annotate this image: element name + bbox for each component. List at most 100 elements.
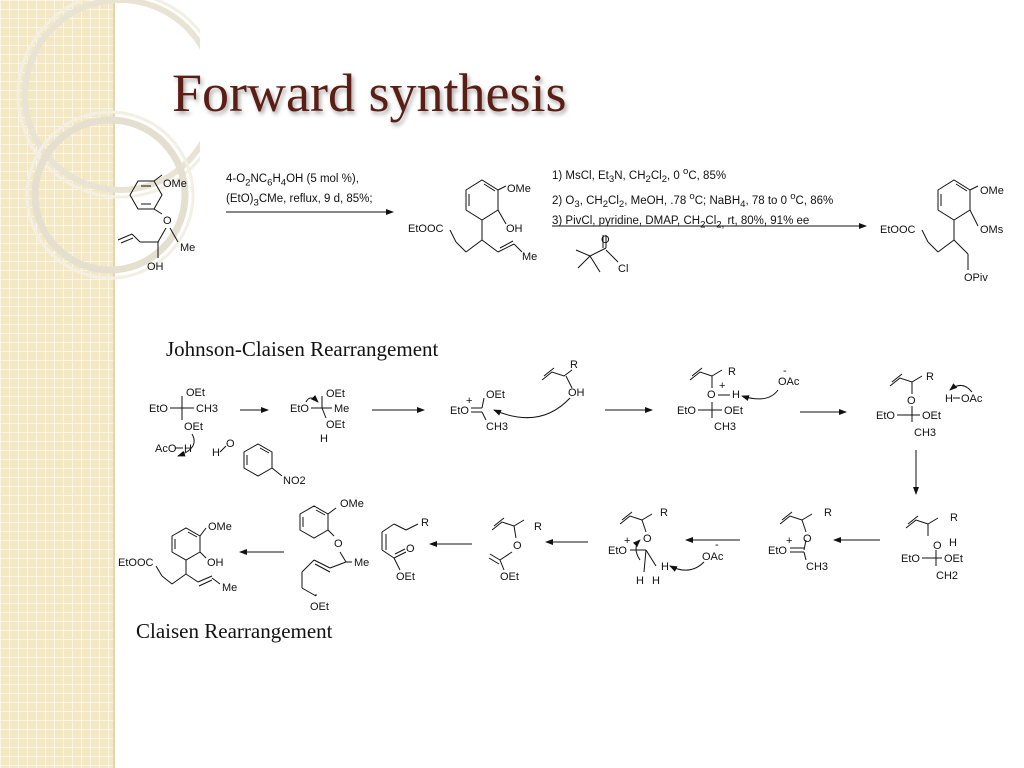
label-opiv: OPiv <box>964 272 988 284</box>
label-h: H <box>732 389 740 401</box>
label-etooc: EtOOC <box>118 557 154 569</box>
p-nitrophenol: H O NO2 <box>212 438 306 487</box>
conditions-step2-line2: 2) O3, CH2Cl2, MeOH, .78 oC; NaBH4, 78 t… <box>552 191 834 211</box>
label-h: H <box>320 433 328 445</box>
starting-material: OMe O Me OH <box>117 174 195 273</box>
label-o: O <box>707 389 716 401</box>
label-r: R <box>660 507 668 519</box>
label-aco: AcO <box>155 443 177 455</box>
orthoester: EtO OEt CH3 OEt AcO H <box>149 387 218 457</box>
phenol-product: OMe OH EtOOC Me <box>408 179 537 263</box>
label-oet: OEt <box>922 410 941 422</box>
mixed-orthoester: R O + H EtO OEt CH3 OAc - <box>677 365 800 433</box>
label-oac: OAc <box>778 376 800 388</box>
label-r: R <box>926 371 934 383</box>
conditions-step1-line2: (EtO)3CMe, reflux, 9 d, 85%; <box>226 193 373 209</box>
label-oet: OEt <box>486 389 505 401</box>
label-eto: EtO <box>149 403 168 415</box>
label-oet: OEt <box>326 419 345 431</box>
label-no2: NO2 <box>283 475 306 487</box>
conditions-step2: 1) MsCl, Et3N, CH2Cl2, 0 oC, 85% 2) O3, … <box>552 163 833 234</box>
acetal-cation: R O EtO + CH3 <box>768 507 832 573</box>
sidebar-edge <box>113 0 115 768</box>
conditions-step1: 4-O2NC6H4OH (5 mol %), (EtO)3CMe, reflux… <box>226 171 373 212</box>
label-minus: - <box>783 365 787 377</box>
label-eto: EtO <box>290 403 309 415</box>
label-cl: Cl <box>618 263 628 275</box>
label-oac: OAc <box>961 393 983 405</box>
label-h: H <box>212 447 220 459</box>
label-o: O <box>406 543 415 555</box>
label-ome: OMe <box>507 183 531 195</box>
label-o: O <box>513 540 522 552</box>
label-oh: OH <box>207 557 224 569</box>
label-o: O <box>803 533 812 545</box>
label-h: H <box>636 575 644 587</box>
label-me: Me <box>354 557 369 569</box>
pivaloyl-chloride: O Cl <box>575 234 628 275</box>
label-etooc: EtOOC <box>880 224 916 236</box>
label-o: O <box>933 540 942 552</box>
label-h: H <box>661 561 669 573</box>
label-o: O <box>163 215 172 227</box>
label-eto: EtO <box>876 410 895 422</box>
label-oms: OMs <box>980 224 1004 236</box>
label-eto: EtO <box>677 405 696 417</box>
label-oet: OEt <box>184 421 203 433</box>
conditions-step1-line1: 4-O2NC6H4OH (5 mol %), <box>226 173 359 189</box>
label-ome: OMe <box>208 521 232 533</box>
label-oet: OEt <box>724 405 743 417</box>
label-minus: - <box>715 539 719 551</box>
label-oet: OEt <box>944 553 963 565</box>
ketene-acetal: R O OEt <box>488 517 542 583</box>
label-ch3: CH3 <box>806 561 828 573</box>
claisen-product: OMe OH EtOOC Me <box>118 521 237 594</box>
label-oh: OH <box>147 261 164 273</box>
label-plus: + <box>624 535 630 547</box>
label-eto: EtO <box>901 553 920 565</box>
neutral-orthoester: R O EtO OEt CH3 H OAc <box>876 371 983 439</box>
allylic-alcohol: R OH <box>493 359 585 419</box>
label-o: O <box>907 395 916 407</box>
label-me: Me <box>222 582 237 594</box>
label-ch3: CH3 <box>914 427 936 439</box>
label-r: R <box>950 512 958 524</box>
rearranged-ester: R O OEt <box>381 517 429 583</box>
label-me: Me <box>334 403 349 415</box>
label-ch3: CH3 <box>196 403 218 415</box>
label-ome: OMe <box>163 178 187 190</box>
label-oh: OH <box>506 223 523 235</box>
label-r: R <box>824 507 832 519</box>
label-plus: + <box>786 535 792 547</box>
label-h: H <box>652 575 660 587</box>
conditions-step2-line3: 3) PivCl, pyridine, DMAP, CH2Cl2, rt, 80… <box>552 215 810 231</box>
label-h: H <box>945 393 953 405</box>
caption-claisen: Claisen Rearrangement <box>136 619 333 643</box>
label-oac: OAc <box>702 551 724 563</box>
label-h: H <box>949 537 957 549</box>
label-r: R <box>728 366 736 378</box>
label-r: R <box>421 517 429 529</box>
label-eto: EtO <box>768 545 787 557</box>
label-o: O <box>334 538 343 550</box>
label-me: Me <box>522 251 537 263</box>
label-oet: OEt <box>500 571 519 583</box>
slide-title: Forward synthesis <box>172 63 567 123</box>
sidebar-pattern <box>0 0 113 768</box>
label-r: R <box>570 359 578 371</box>
label-oet: OEt <box>396 571 415 583</box>
oxocarbenium: EtO + OEt CH3 <box>450 389 508 433</box>
deprotonation-intermediate: R O H EtO OEt CH2 <box>901 512 963 582</box>
label-me: Me <box>180 242 195 254</box>
label-plus: + <box>719 380 725 392</box>
label-eto: EtO <box>450 405 469 417</box>
caption-johnson-claisen: Johnson-Claisen Rearrangement <box>166 337 439 361</box>
label-ome: OMe <box>980 185 1004 197</box>
label-ch3: CH3 <box>486 421 508 433</box>
label-ome: OMe <box>340 498 364 510</box>
label-etooc: EtOOC <box>408 223 444 235</box>
label-plus: + <box>466 395 472 407</box>
label-oet: OEt <box>186 387 205 399</box>
label-ch2: CH2 <box>936 570 958 582</box>
